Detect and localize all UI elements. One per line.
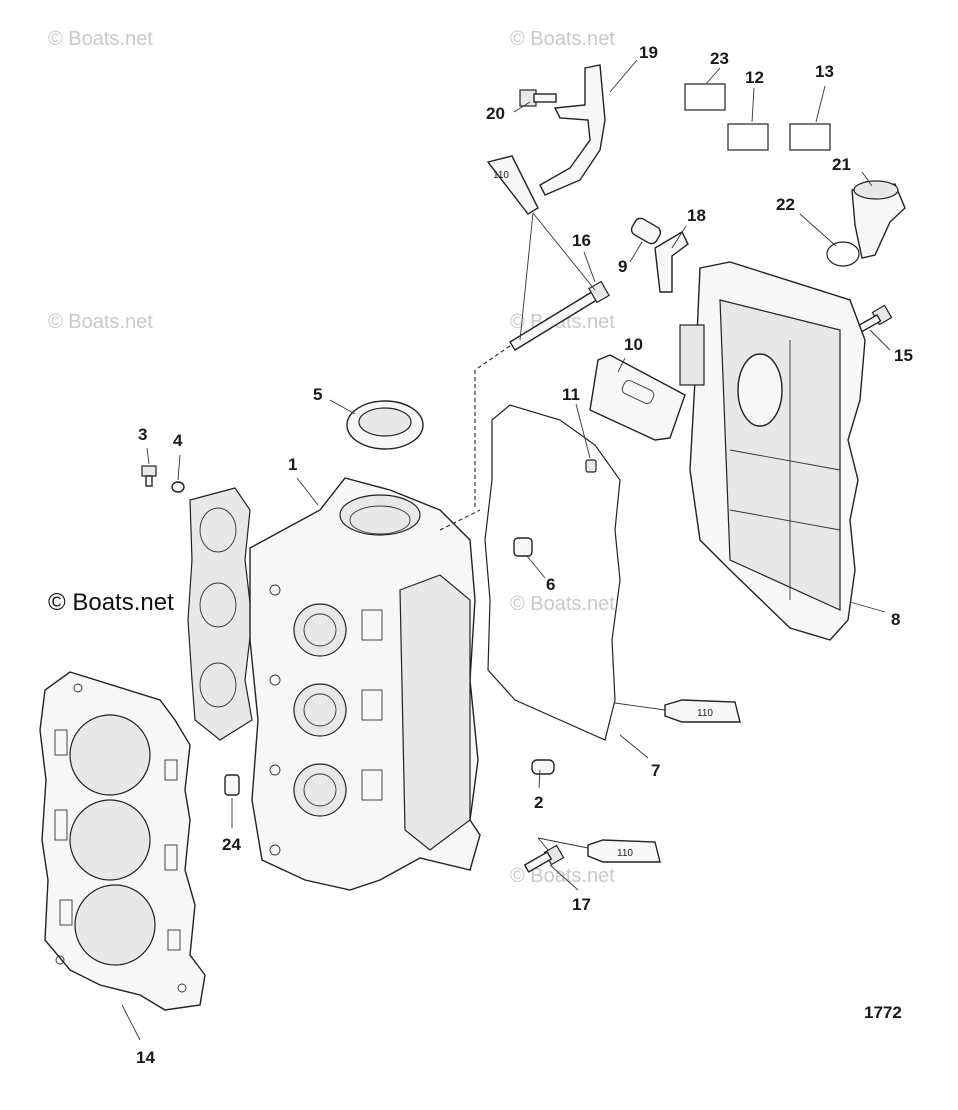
callout-16: 16 (572, 231, 591, 250)
leader-4 (177, 454, 181, 481)
watermark: © Boats.net (48, 28, 153, 50)
cover-gasket-7 (484, 404, 621, 741)
callout-24: 24 (222, 835, 241, 854)
part-box-12 (727, 123, 769, 151)
leader-13 (815, 85, 826, 123)
leader-22 (799, 213, 837, 247)
sealant-tube-top: 110 (486, 155, 596, 341)
leader-23 (705, 67, 721, 85)
part-box-13 (789, 123, 831, 151)
sealant-tube-label: 110 (617, 848, 633, 859)
figure-number: 1772 (864, 1003, 902, 1022)
callout-23: 23 (710, 49, 729, 68)
callout-1: 1 (288, 455, 297, 474)
callout-15: 15 (894, 346, 913, 365)
callout-21: 21 (832, 155, 851, 174)
watermark-main: © Boats.net (48, 589, 174, 616)
leader-1 (296, 477, 319, 506)
leader-12 (751, 87, 755, 123)
leader-8 (849, 601, 886, 613)
leader-19 (609, 59, 638, 93)
callout-10: 10 (624, 335, 643, 354)
bolt-17 (523, 844, 565, 873)
callout-20: 20 (486, 104, 505, 123)
watermark: © Boats.net (48, 311, 153, 333)
callout-4: 4 (173, 431, 183, 450)
leader-21 (861, 171, 873, 187)
sealant-tube-label: 110 (697, 708, 713, 719)
cylinder-head-flange (187, 487, 253, 741)
leader-9 (629, 241, 643, 263)
head-cover-8 (679, 261, 866, 641)
leader-6 (526, 555, 546, 579)
elbow-fitting-18 (654, 231, 689, 293)
callout-18: 18 (687, 206, 706, 225)
callout-11: 11 (562, 385, 580, 404)
callout-2: 2 (534, 793, 543, 812)
leader-7 (619, 734, 649, 759)
long-bolt-16 (474, 280, 610, 510)
pin-6 (513, 537, 533, 557)
leader-17 (549, 864, 579, 891)
dowel-2 (531, 759, 555, 775)
part-box-23 (684, 83, 726, 111)
callout-12: 12 (745, 68, 764, 87)
plug-21 (851, 180, 906, 259)
sealant-tube-label: 110 (493, 170, 509, 181)
leader-20 (513, 101, 531, 113)
bolt-15 (857, 304, 893, 333)
leader-18 (671, 225, 687, 249)
callout-7: 7 (651, 761, 660, 780)
callout-13: 13 (815, 62, 834, 81)
head-gasket (39, 671, 206, 1011)
watermark: © Boats.net (510, 28, 615, 50)
leader-14 (121, 1004, 141, 1041)
sealant-tube-right: 110 (614, 699, 741, 723)
bracket-19 (539, 64, 606, 196)
leader-15 (869, 329, 891, 351)
callout-3: 3 (138, 425, 147, 444)
callout-5: 5 (313, 385, 322, 404)
watermark: © Boats.net (510, 593, 615, 615)
leader-16 (583, 251, 596, 283)
bolt-3 (141, 465, 157, 487)
leader-5 (329, 399, 356, 415)
plate-10 (589, 354, 686, 441)
sealant-tube-bottom: 110 (537, 837, 661, 863)
callout-14: 14 (136, 1048, 155, 1067)
callout-19: 19 (639, 43, 658, 62)
washer-4 (171, 481, 185, 493)
callout-6: 6 (546, 575, 555, 594)
callout-22: 22 (776, 195, 795, 214)
leader-2 (538, 769, 541, 789)
leader-10 (617, 357, 626, 373)
screw-11 (585, 459, 597, 473)
dowel-pin-24 (224, 774, 240, 796)
callout-17: 17 (572, 895, 591, 914)
leader-3 (146, 447, 150, 465)
seal-ring-5 (346, 400, 424, 450)
callout-9: 9 (618, 257, 627, 276)
bolt-20 (519, 89, 557, 107)
leader-11 (575, 403, 591, 459)
o-ring-22 (826, 241, 860, 267)
callout-8: 8 (891, 610, 900, 629)
cylinder-head (249, 477, 481, 891)
sleeve-9 (630, 217, 662, 245)
